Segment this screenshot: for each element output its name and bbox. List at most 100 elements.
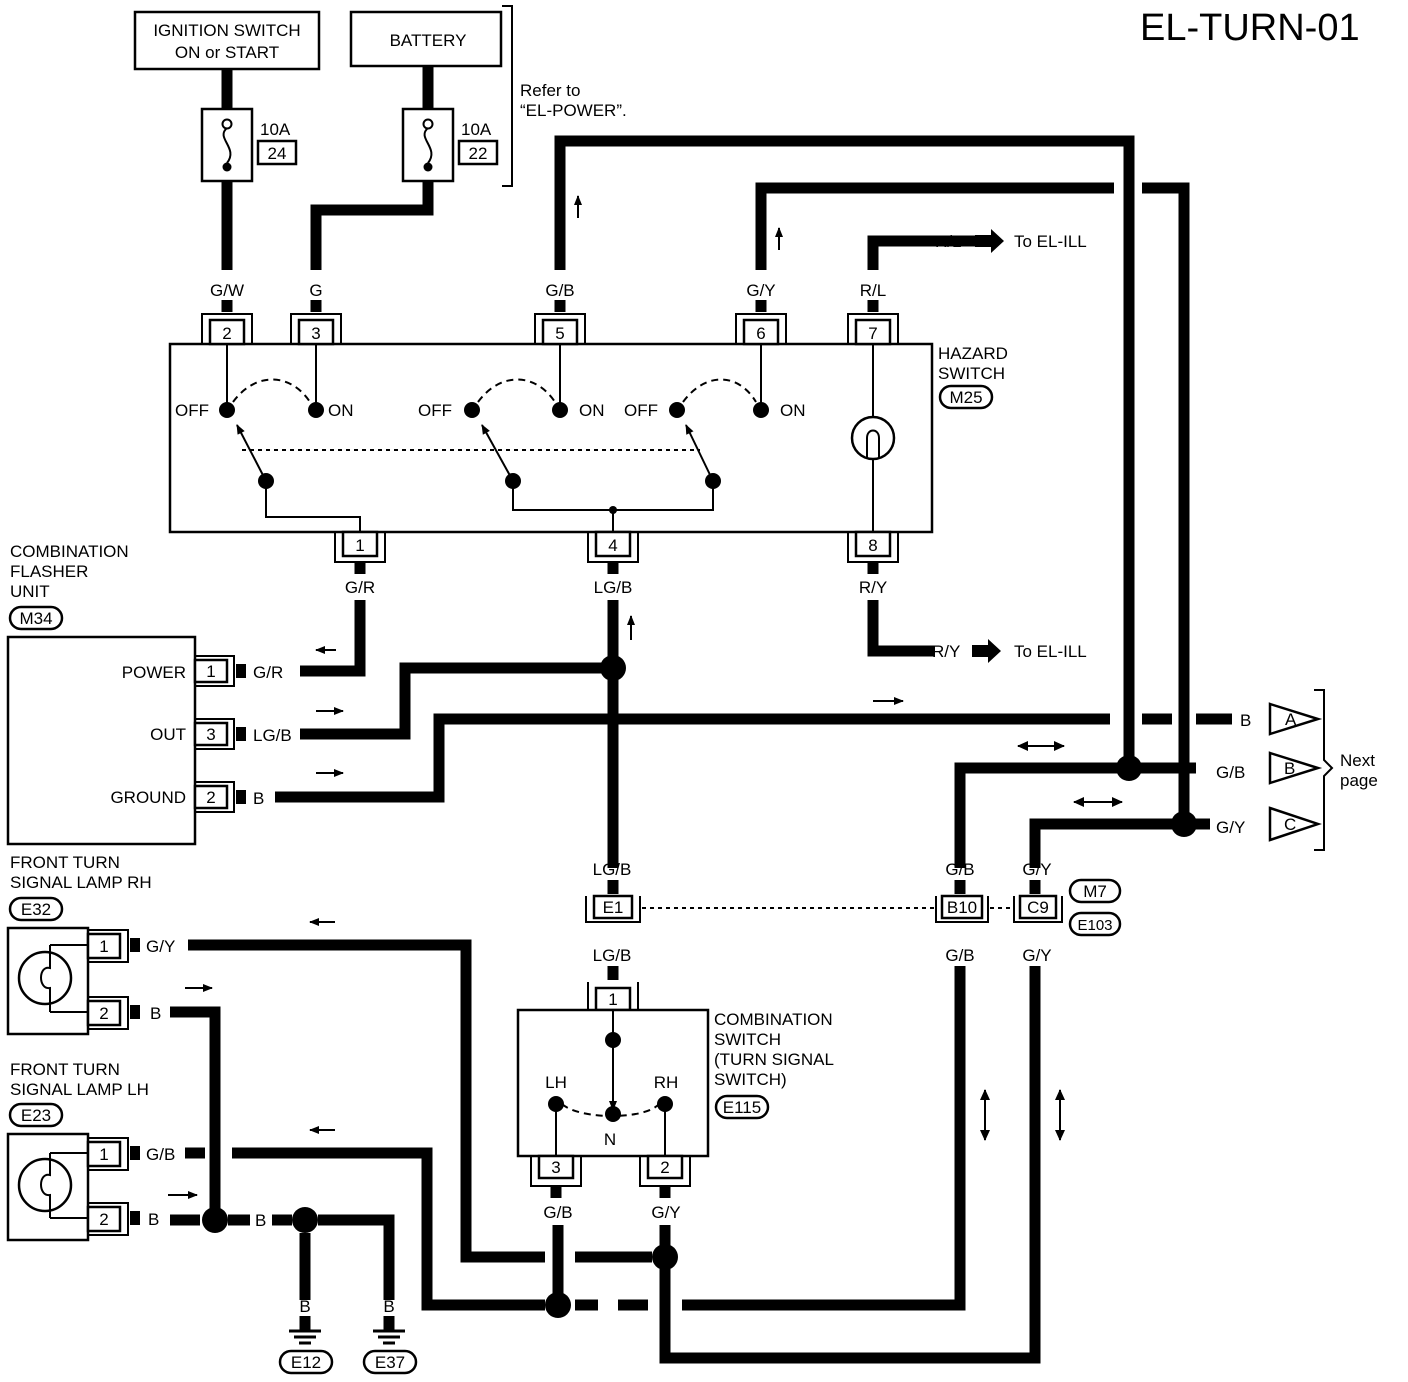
- contact-on: [552, 402, 568, 418]
- flasher-pin-label: 1: [206, 662, 215, 681]
- wire-b-ground: [275, 713, 1110, 803]
- ground-e37-badge: [362, 1349, 418, 1375]
- contact-on: [753, 402, 769, 418]
- wire-gy-down: [659, 966, 1041, 1364]
- battery-label: BATTERY: [390, 31, 467, 50]
- lamp-lh-connector-badge: [8, 1102, 64, 1128]
- flasher-pin: [193, 655, 246, 687]
- ground-e37-label: E37: [375, 1353, 405, 1372]
- off-label: OFF: [418, 401, 452, 420]
- next-page-tag-c: [1268, 806, 1322, 842]
- lamp-rh-label: SIGNAL LAMP RH: [10, 873, 152, 892]
- fuse-24: [200, 107, 254, 183]
- connector-c9-label: C9: [1027, 898, 1049, 917]
- next-output-wire: G/Y: [1216, 818, 1245, 837]
- connector-b10-label: B10: [947, 898, 977, 917]
- lamp-lh-pin-2: [86, 1202, 140, 1236]
- wire-lgb-out: [300, 662, 613, 740]
- next-page-bracket: [1314, 689, 1334, 851]
- hazard-wire-label: R/Y: [859, 578, 887, 597]
- battery-box: [349, 10, 503, 68]
- connector-c9: [1013, 894, 1063, 923]
- wire-gy-hazard-up: [755, 182, 1114, 270]
- ignition-switch-label: IGNITION SWITCH: [153, 21, 300, 40]
- on-label: ON: [780, 401, 806, 420]
- fuse-24-number-box: [256, 139, 298, 166]
- lamp-lh-pin-1: [86, 1137, 140, 1171]
- next-page-tag-b: [1268, 751, 1323, 785]
- wire-b-chain: [318, 1214, 395, 1300]
- hazard-pin-7: [847, 313, 899, 346]
- inline-wire-label: LG/B: [593, 946, 632, 965]
- junction: [609, 506, 617, 514]
- connector-e103-badge: [1068, 911, 1122, 937]
- fuse-22-number-box: [457, 139, 499, 166]
- lamp-wire-label: G/Y: [146, 937, 175, 956]
- flasher-label: FLASHER: [10, 562, 88, 581]
- lamp-lh-bulb-icon: [17, 1157, 73, 1213]
- wire-rl-hazard: [867, 235, 975, 270]
- flasher-pin: [193, 781, 246, 813]
- ry-ill-wire: R/Y: [932, 642, 960, 661]
- lamp-pin-label: 2: [99, 1210, 108, 1229]
- hazard-switch-label: HAZARD: [938, 344, 1008, 363]
- junction-gb-lower: [545, 1292, 571, 1318]
- hazard-wire-label: LG/B: [594, 578, 633, 597]
- lamp-wire: [50, 1152, 88, 1219]
- connector-e1-label: E1: [603, 898, 624, 917]
- ground-wire-label: B: [299, 1297, 310, 1316]
- wire-gy-next: [1029, 818, 1210, 868]
- junction-b-2: [292, 1207, 318, 1233]
- lamp-rh-connector-badge: [8, 896, 64, 922]
- lamp-rh-label: FRONT TURN: [10, 853, 120, 872]
- rh-label: RH: [654, 1073, 679, 1092]
- hazard-pin-label: 3: [311, 324, 320, 343]
- lamp-rh-bulb-icon: [17, 950, 73, 1006]
- lamp-rh-pin-1: [86, 929, 140, 963]
- inline-wire-label: G/Y: [1022, 860, 1051, 879]
- contact-n: [605, 1106, 621, 1122]
- flasher-pin: [193, 718, 246, 750]
- comb-switch-pin-3: [530, 1154, 582, 1187]
- flasher-unit-body: [6, 635, 197, 846]
- flasher-label: COMBINATION: [10, 542, 129, 561]
- refer-bracket: [502, 5, 513, 187]
- indicator-lamp-filament: [866, 429, 880, 458]
- n-label: N: [604, 1130, 616, 1149]
- fuse-22-number: 22: [469, 144, 488, 163]
- comb-switch-label: COMBINATION: [714, 1010, 833, 1029]
- flasher-label: UNIT: [10, 582, 50, 601]
- ground-e37-icon: [373, 1329, 405, 1345]
- hazard-connector: M25: [949, 388, 982, 407]
- wire-gy-hazard-up-2: [1142, 182, 1190, 824]
- next-output-tag: C: [1284, 815, 1296, 834]
- ground-e12-icon: [289, 1329, 321, 1345]
- next-page-label: page: [1340, 771, 1378, 790]
- next-output-tag: A: [1285, 710, 1297, 729]
- next-page-label: Next: [1340, 751, 1375, 770]
- switch-throw: [682, 378, 757, 403]
- fuse-22: [401, 107, 455, 183]
- hazard-wire-label: G/W: [210, 281, 244, 300]
- hazard-pin-label: 6: [756, 324, 765, 343]
- fuse-22-rating: 10A: [461, 120, 492, 139]
- internal-wire: [265, 481, 361, 538]
- comb-switch-pin-label: 1: [608, 990, 617, 1009]
- flasher-connector: M34: [19, 609, 52, 628]
- lamp-lh-label: FRONT TURN: [10, 1060, 120, 1079]
- hazard-pin-label: 4: [608, 536, 617, 555]
- on-label: ON: [328, 401, 354, 420]
- junction-gb: [1116, 755, 1142, 781]
- lamp-rh-connector: E32: [21, 900, 51, 919]
- refer-text-line1: Refer to: [520, 81, 580, 100]
- comb-switch-label: (TURN SIGNAL: [714, 1050, 834, 1069]
- flasher-connector-badge: [8, 605, 64, 631]
- connector-e103: E103: [1077, 917, 1112, 934]
- hazard-pin-2: [201, 313, 253, 346]
- connector-m7-badge: [1068, 878, 1122, 904]
- ignition-switch-mode: ON or START: [175, 43, 279, 62]
- hazard-wire-label: R/L: [860, 281, 886, 300]
- hazard-pin-label: 7: [868, 324, 877, 343]
- hazard-wire-label: G: [309, 281, 322, 300]
